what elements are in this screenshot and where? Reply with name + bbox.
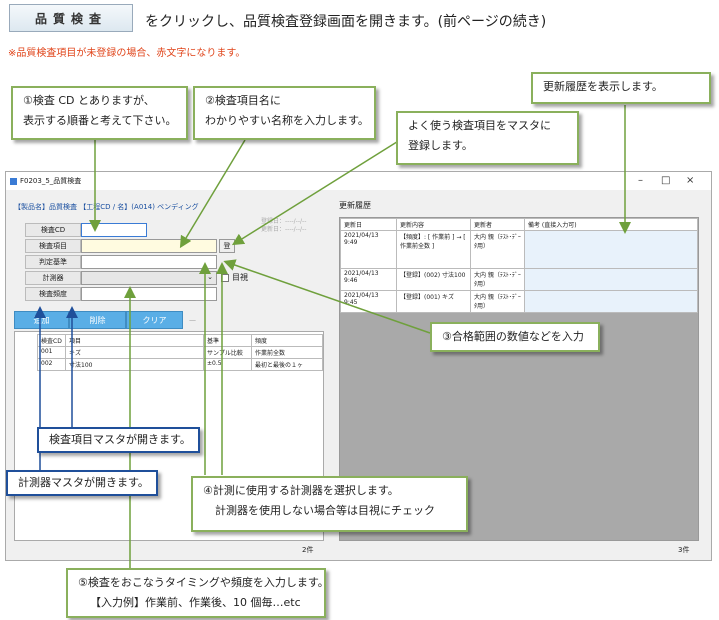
list-count: 2件 xyxy=(302,546,314,554)
item-master-button[interactable]: 登 xyxy=(219,239,235,253)
instrument-select[interactable]: ⌄ xyxy=(81,271,217,285)
minimize-icon[interactable]: – xyxy=(638,175,643,186)
callout-text: 検査項目マスタが開きます。 xyxy=(49,433,191,446)
quality-inspection-button[interactable]: 品質検査 xyxy=(9,4,133,32)
callout-history: 更新履歴を表示します。 xyxy=(531,72,711,104)
cell: 寸法100 xyxy=(65,358,204,371)
callout-master: よく使う検査項目をマスタに 登録します。 xyxy=(396,111,579,165)
callout-text: 計測器マスタが開きます。 xyxy=(18,476,149,489)
callout-text: 更新履歴を表示します。 xyxy=(543,80,663,93)
remarks-cell[interactable] xyxy=(524,230,698,269)
callout-text: ①検査 CD とありますが、 xyxy=(23,94,155,107)
inspection-table: 検査CD 項目 基準 頻度 001 キズ サンプル比較 作業前全数 002 寸法… xyxy=(37,334,323,371)
updated-date: 更新日：----/--/-- xyxy=(261,226,307,233)
arrow-range xyxy=(223,259,431,334)
callout-text: ⑤検査をおこなうタイミングや頻度を入力します。 xyxy=(78,576,329,589)
separator-dash: — xyxy=(189,316,196,324)
callout-text: 登録します。 xyxy=(408,139,473,152)
cell: 【登録】(001) キズ xyxy=(396,290,471,313)
table-header-row: 検査CD 項目 基準 頻度 xyxy=(37,334,323,347)
remarks-cell[interactable] xyxy=(524,290,698,313)
history-row[interactable]: 2021/04/13 9:45 【登録】(001) キズ 大内 親（ﾃｽﾄ･ﾃﾞ… xyxy=(340,290,698,313)
item-label: 検査項目 xyxy=(25,239,81,253)
history-row[interactable]: 2021/04/13 9:46 【登録】(002) 寸法100 大内 親（ﾃｽﾄ… xyxy=(340,268,698,291)
history-title: 更新履歴 xyxy=(339,201,371,210)
cell: 最初と最後の１ヶ xyxy=(251,358,323,371)
callout-text: 計測器を使用しない場合等は目視にチェック xyxy=(215,504,435,517)
code-label: 検査CD xyxy=(25,223,81,237)
instruction-text: をクリックし、品質検査登録画面を開きます。(前ページの続き) xyxy=(145,14,547,30)
callout-range: ③合格範囲の数値などを入力 xyxy=(430,322,600,352)
clear-button[interactable]: クリア xyxy=(126,311,183,329)
breadcrumb: 【製品名】品質検査 【工程CD / 名】(A014) ベンディング xyxy=(14,203,199,211)
callout-code: ①検査 CD とありますが、 表示する順番と考えて下さい。 xyxy=(11,86,188,140)
standard-label: 判定基準 xyxy=(25,255,81,269)
callout-text: ②検査項目名に xyxy=(205,94,281,107)
history-row[interactable]: 2021/04/13 9:49 【頻度】: [ 作業前 ] → [ 作業前全数 … xyxy=(340,230,698,269)
window-title: F0203_5_品質検査 xyxy=(20,177,82,185)
callout-text: わかりやすい名称を入力します。 xyxy=(205,114,369,127)
callout-instrument-master: 計測器マスタが開きます。 xyxy=(6,470,158,496)
table-row[interactable]: 002 寸法100 ±0.5 最初と最後の１ヶ xyxy=(37,358,323,371)
frequency-label: 検査頻度 xyxy=(25,287,81,301)
delete-button[interactable]: 削除 xyxy=(69,311,126,329)
history-count: 3件 xyxy=(678,546,690,554)
callout-item-name: ②検査項目名に わかりやすい名称を入力します。 xyxy=(193,86,376,140)
app-icon xyxy=(10,177,17,185)
callout-item-master: 検査項目マスタが開きます。 xyxy=(37,427,200,453)
add-button[interactable]: 追加 xyxy=(14,311,69,329)
arrow-item xyxy=(179,139,246,249)
cell: ±0.5 xyxy=(203,358,252,371)
arrow-master xyxy=(231,139,401,246)
maximize-icon[interactable]: □ xyxy=(661,175,671,186)
close-icon[interactable]: × xyxy=(686,175,695,186)
callout-text: 【入力例】作業前、作業後、10 個毎…etc xyxy=(90,596,301,609)
cell: 大内 親（ﾃｽﾄ･ﾃﾞｰﾀ用） xyxy=(470,290,525,313)
callout-text: よく使う検査項目をマスタに xyxy=(408,119,551,132)
history-table: 更新日 更新内容 更新者 備考 (直接入力可) 2021/04/13 9:49 … xyxy=(340,218,698,313)
window-titlebar: F0203_5_品質検査 – □ × xyxy=(6,172,711,190)
frequency-input[interactable] xyxy=(81,287,217,301)
callout-frequency: ⑤検査をおこなうタイミングや頻度を入力します。 【入力例】作業前、作業後、10 … xyxy=(66,568,329,618)
instrument-label: 計測器 xyxy=(25,271,81,285)
visual-label: 目視 xyxy=(232,273,248,282)
history-panel: 更新日 更新内容 更新者 備考 (直接入力可) 2021/04/13 9:49 … xyxy=(339,217,699,541)
callout-instrument: ④計測に使用する計測器を選択します。 計測器を使用しない場合等は目視にチェック xyxy=(191,476,468,532)
table-row[interactable]: 001 キズ サンプル比較 作業前全数 xyxy=(37,346,323,359)
registered-date: 登録日：----/--/-- xyxy=(261,218,307,225)
callout-text: 表示する順番と考えて下さい。 xyxy=(23,114,177,127)
callout-text: ④計測に使用する計測器を選択します。 xyxy=(203,484,399,497)
callout-text: ③合格範囲の数値などを入力 xyxy=(442,330,584,343)
history-header-row: 更新日 更新内容 更新者 備考 (直接入力可) xyxy=(340,218,698,231)
red-note: ※品質検査項目が未登録の場合、赤文字になります。 xyxy=(8,48,246,59)
chevron-down-icon: ⌄ xyxy=(207,273,213,281)
